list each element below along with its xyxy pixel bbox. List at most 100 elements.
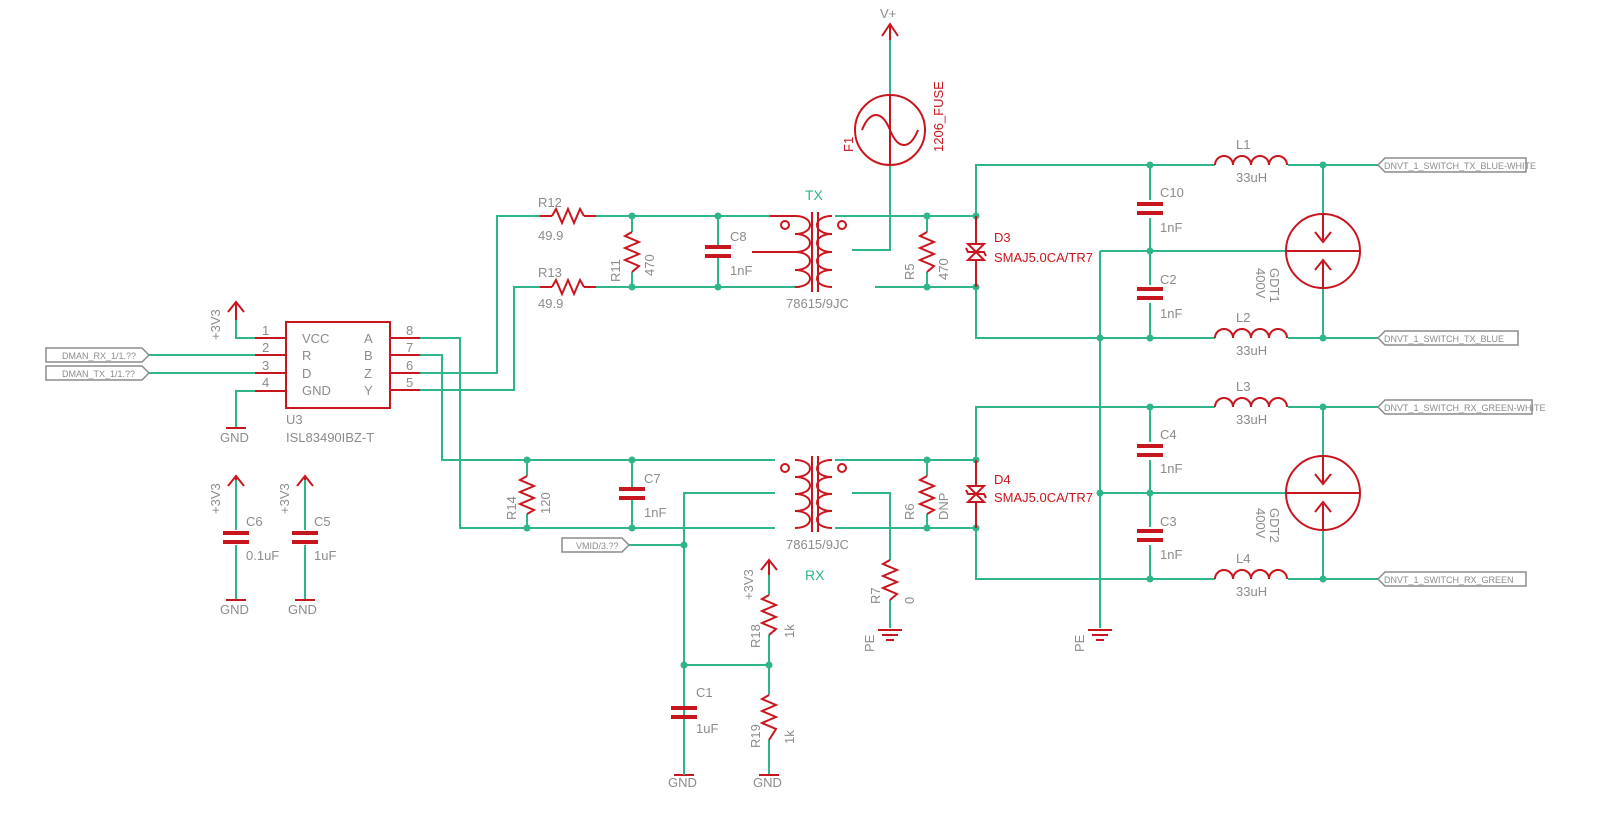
u3-pin-num-2: 2 <box>262 340 269 355</box>
port-dman-tx-label: DMAN_TX_1/1.?? <box>62 369 135 379</box>
gdt1 <box>1285 213 1361 289</box>
u3-pin-num-1: 1 <box>262 323 269 338</box>
port-dman-tx <box>45 365 151 381</box>
c8-value: 1nF <box>730 263 752 278</box>
v3v3-label-c5: +3V3 <box>277 483 292 514</box>
port-dman-rx <box>45 347 151 363</box>
d4-value: SMAJ5.0CA/TR7 <box>994 490 1093 505</box>
power-symbols <box>226 22 1112 776</box>
gnd-label-c6: GND <box>220 602 249 617</box>
r11-label: R11 <box>608 259 623 282</box>
gnd-label-u3: GND <box>220 430 249 445</box>
r19-value: 1k <box>782 730 797 744</box>
u3-pin-num-7: 7 <box>406 340 413 355</box>
v3v3-label-u3: +3V3 <box>208 309 223 340</box>
port-rx-green <box>1376 571 1527 587</box>
r18-value: 1k <box>782 624 797 638</box>
port-tx-blue <box>1376 330 1519 346</box>
port-vmid-label: VMID/3.?? <box>576 541 619 551</box>
fuse-f1 <box>854 94 926 166</box>
port-rx-green-white <box>1376 399 1533 415</box>
u3-pin-num-3: 3 <box>262 358 269 373</box>
net-rx-label: RX <box>805 567 825 583</box>
u3-value: ISL83490IBZ-T <box>286 430 374 445</box>
port-tx-blue-white <box>1376 157 1527 173</box>
r6-value: DNP <box>936 493 951 520</box>
d3-label: D3 <box>994 230 1011 245</box>
gnd-label-c1: GND <box>668 775 697 790</box>
c2-label: C2 <box>1160 272 1177 287</box>
gdt2-value: 400V <box>1253 508 1268 539</box>
resistors <box>517 206 937 741</box>
r14-value: 120 <box>538 492 553 514</box>
r14-label: R14 <box>504 496 519 520</box>
c6-value: 0.1uF <box>246 548 279 563</box>
l2-label: L2 <box>1236 310 1250 325</box>
c3-value: 1nF <box>1160 547 1182 562</box>
r7-value: 0 <box>902 597 917 604</box>
r11-value: 470 <box>642 254 657 276</box>
u3-pin-name-vcc: VCC <box>302 331 329 346</box>
l3-label: L3 <box>1236 379 1250 394</box>
c1-label: C1 <box>696 685 713 700</box>
port-tx-blue-white-label: DNVT_1_SWITCH_TX_BLUE-WHITE <box>1384 161 1536 171</box>
c8-label: C8 <box>730 229 747 244</box>
l1-label: L1 <box>1236 137 1250 152</box>
r19-label: R19 <box>748 724 763 748</box>
port-flags <box>45 157 1533 587</box>
port-rx-green-label: DNVT_1_SWITCH_RX_GREEN <box>1384 575 1514 585</box>
l1-value: 33uH <box>1236 170 1267 185</box>
gdt2 <box>1285 455 1361 531</box>
junction-dots <box>523 161 1327 669</box>
l4-value: 33uH <box>1236 584 1267 599</box>
r13-value: 49.9 <box>538 296 563 311</box>
v3v3-label-r18: +3V3 <box>741 569 756 600</box>
f1-value: 1206_FUSE <box>931 81 946 152</box>
gnd-label-r19: GND <box>753 775 782 790</box>
u3-ic: 1 2 3 4 VCC R D GND 8 7 6 5 A B Z Y U3 I… <box>255 321 420 445</box>
c7-value: 1nF <box>644 505 666 520</box>
u3-pin-num-8: 8 <box>406 323 413 338</box>
u3-pin-name-d: D <box>302 366 311 381</box>
u3-pin-name-y: Y <box>364 383 373 398</box>
port-vmid <box>561 537 631 553</box>
r18-label: R18 <box>748 624 763 648</box>
gdt2-label: GDT2 <box>1267 508 1282 543</box>
c10-value: 1nF <box>1160 220 1182 235</box>
u3-label: U3 <box>286 412 303 427</box>
r7-label: R7 <box>868 587 883 604</box>
u3-pin-name-b: B <box>364 348 373 363</box>
r5-value: 470 <box>936 258 951 280</box>
tvs-d3 <box>965 216 987 287</box>
u3-pin-name-z: Z <box>364 366 372 381</box>
port-rx-green-white-label: DNVT_1_SWITCH_RX_GREEN-WHITE <box>1384 403 1546 413</box>
inductors <box>1214 155 1288 580</box>
gdt1-value: 400V <box>1253 268 1268 299</box>
vplus-label: V+ <box>880 6 896 21</box>
u3-pin-num-6: 6 <box>406 358 413 373</box>
capacitors <box>223 202 1163 719</box>
l2-value: 33uH <box>1236 343 1267 358</box>
r13-label: R13 <box>538 265 562 280</box>
d3-value: SMAJ5.0CA/TR7 <box>994 250 1093 265</box>
c5-value: 1uF <box>314 548 336 563</box>
u3-pin-num-5: 5 <box>406 375 413 390</box>
l4-label: L4 <box>1236 551 1250 566</box>
c4-label: C4 <box>1160 427 1177 442</box>
d4-label: D4 <box>994 472 1011 487</box>
r12-value: 49.9 <box>538 228 563 243</box>
t1-value: 78615/9JC <box>786 296 849 311</box>
r5-label: R5 <box>902 263 917 280</box>
t4-value: 78615/9JC <box>786 537 849 552</box>
r6-label: R6 <box>902 503 917 520</box>
c2-value: 1nF <box>1160 306 1182 321</box>
transformer-t4 <box>780 456 847 532</box>
c7-label: C7 <box>644 471 661 486</box>
c5-label: C5 <box>314 514 331 529</box>
c4-value: 1nF <box>1160 461 1182 476</box>
gnd-label-c5: GND <box>288 602 317 617</box>
net-tx-label: TX <box>805 187 824 203</box>
f1-label: F1 <box>841 137 856 152</box>
tvs-d4 <box>965 460 987 528</box>
